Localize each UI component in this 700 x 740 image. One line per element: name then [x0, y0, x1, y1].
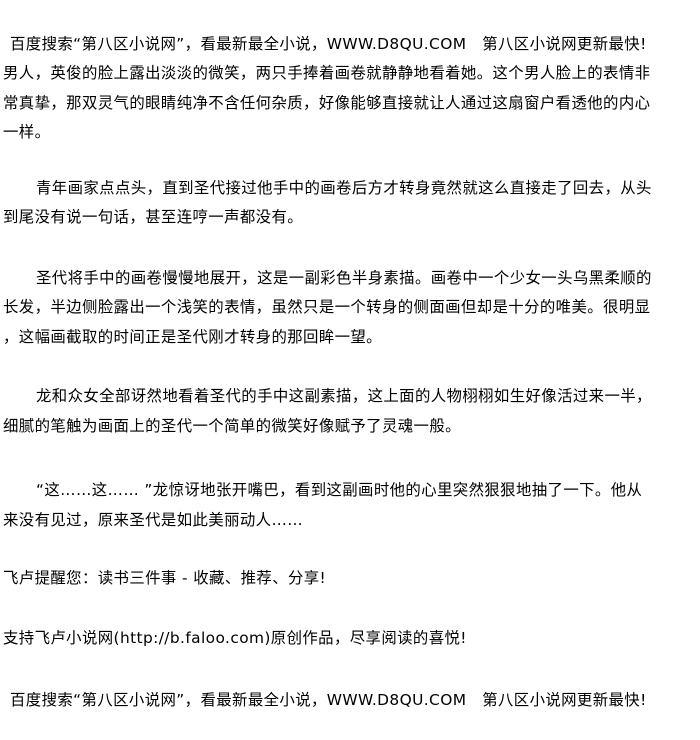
- text-line: 圣代将手中的画卷慢慢地展开，这是一副彩色半身素描。画卷中一个少女一头乌黑柔顺的: [36, 269, 652, 287]
- text-line: ，这幅画截取的时间正是圣代刚才转身的那回眸一望。: [3, 328, 382, 346]
- footer-ad: 百度搜索“第八区小说网”，看最新最全小说，WWW.D8QU.COM 第八区小说网…: [10, 691, 647, 709]
- text-line: 常真挚，那双灵气的眼睛纯净不含任何杂质，好像能够直接就让人通过这扇窗户看透他的内…: [3, 94, 651, 112]
- text-line: 来没有见过，原来圣代是如此美丽动人……: [3, 511, 304, 529]
- text-line: 男人，英俊的脸上露出淡淡的微笑，两只手捧着画卷就静静地看着她。这个男人脸上的表情…: [3, 64, 651, 82]
- reminder-text: 飞卢提醒您：读书三件事 - 收藏、推荐、分享!: [3, 569, 327, 587]
- text-line: 细腻的笔触为画面上的圣代一个简单的微笑好像赋予了灵魂一般。: [3, 417, 461, 435]
- support-text: 支持飞卢小说网(http://b.faloo.com)原创作品，尽享阅读的喜悦!: [3, 629, 467, 647]
- text-line: 长发，半边侧脸露出一个浅笑的表情，虽然只是一个转身的侧面画但却是十分的唯美。很明…: [3, 298, 651, 316]
- header-ad: 百度搜索“第八区小说网”，看最新最全小说，WWW.D8QU.COM 第八区小说网…: [10, 35, 647, 53]
- text-line: 青年画家点点头，直到圣代接过他手中的画卷后方才转身竟然就这么直接走了回去，从头: [36, 179, 652, 197]
- text-line: 龙和众女全部讶然地看着圣代的手中这副素描，这上面的人物栩栩如生好像活过来一半，: [36, 387, 652, 405]
- text-line: 到尾没有说一句话，甚至连哼一声都没有。: [3, 208, 304, 226]
- text-line: 一样。: [3, 123, 51, 141]
- text-line: “这……这…… ”龙惊讶地张开嘴巴，看到这副画时他的心里突然狠狠地抽了一下。他从: [36, 481, 643, 499]
